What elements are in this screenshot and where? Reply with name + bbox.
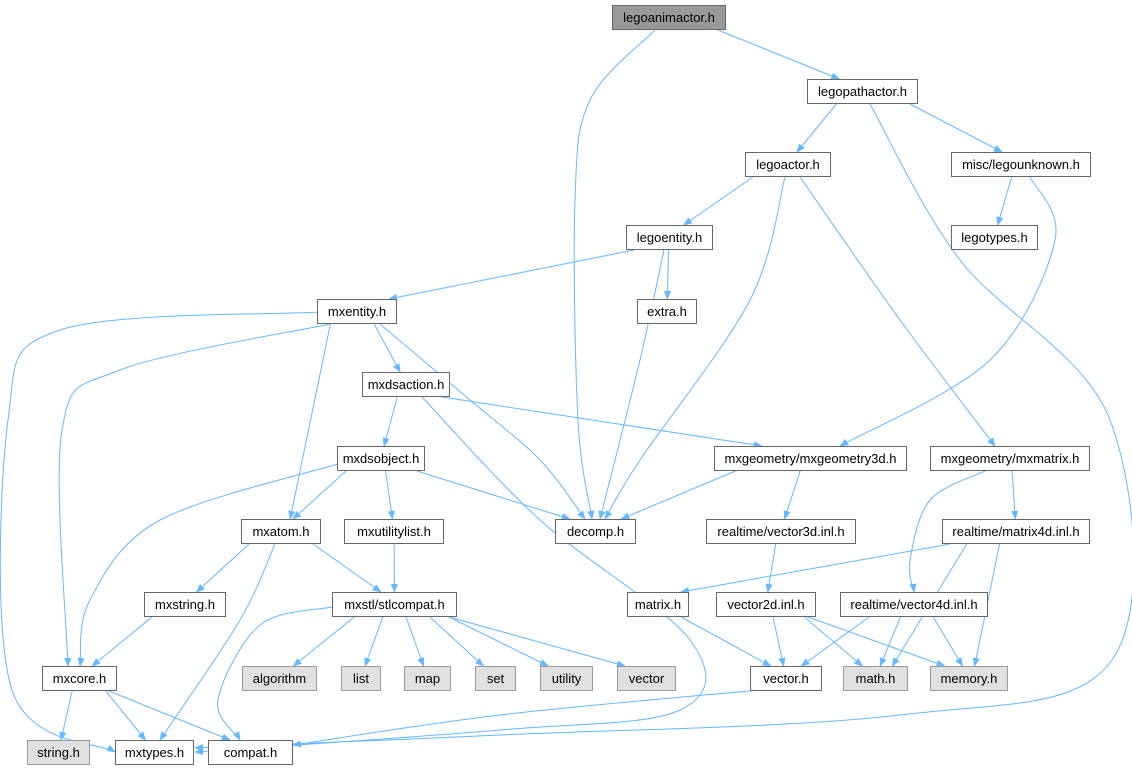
edge-legopathactor-to-legounknown <box>909 103 1003 153</box>
edge-stlcompat-to-vector <box>448 616 626 668</box>
edge-mxmatrix-to-matrix4d <box>1011 470 1019 520</box>
edge-mxdsaction-to-mxtypes <box>194 396 707 756</box>
edge-vector2d-to-vectorh <box>772 616 786 667</box>
edge-mxgeometry3d-to-vector3d <box>783 470 801 520</box>
node-mxatom[interactable]: mxatom.h <box>241 519 321 544</box>
node-utility: utility <box>540 666 593 691</box>
edge-legoactor-to-decomp <box>604 176 786 520</box>
edge-legoanimactor-to-legopathactor <box>717 29 841 80</box>
edge-mxdsaction-to-mxgeometry3d <box>441 396 763 449</box>
node-mxstring[interactable]: mxstring.h <box>144 592 226 617</box>
node-mxtypes[interactable]: mxtypes.h <box>115 740 194 765</box>
edge-vector2d-to-memory <box>807 616 946 667</box>
node-string: string.h <box>27 740 90 765</box>
node-legoanimactor[interactable]: legoanimactor.h <box>612 5 726 30</box>
edge-mxgeometry3d-to-decomp <box>620 470 736 520</box>
node-compat[interactable]: compat.h <box>208 740 293 765</box>
edge-legoactor-to-mxmatrix <box>799 176 996 447</box>
edge-matrix-to-vectorh <box>680 616 772 667</box>
edge-mxcore-to-compat <box>108 690 231 741</box>
edge-mxatom-to-stlcompat <box>312 543 382 593</box>
node-legoentity[interactable]: legoentity.h <box>626 225 713 250</box>
edge-mxdsobject-to-decomp <box>416 470 571 521</box>
edge-legoentity-to-decomp <box>598 249 665 520</box>
node-vector4d[interactable]: realtime/vector4d.inl.h <box>840 592 988 617</box>
node-matrix4d[interactable]: realtime/matrix4d.inl.h <box>942 519 1090 544</box>
edge-mxstring-to-mxcore <box>91 616 153 667</box>
node-vector: vector <box>617 666 676 691</box>
edge-legoanimactor-to-decomp <box>573 29 656 520</box>
node-set: set <box>475 666 516 691</box>
edge-vectorh-to-compat <box>292 689 761 748</box>
edge-mxmatrix-to-vector4d <box>908 470 986 593</box>
edge-vector4d-to-math <box>879 616 901 667</box>
edge-mxdsobject-to-mxutilitylist <box>385 470 395 520</box>
edge-mxentity-to-mxdsaction <box>373 323 401 373</box>
node-extra[interactable]: extra.h <box>637 299 697 324</box>
edge-matrix4d-to-matrix <box>680 543 951 595</box>
node-legoactor[interactable]: legoactor.h <box>745 152 831 177</box>
node-decomp[interactable]: decomp.h <box>555 519 636 544</box>
edge-vector4d-to-vectorh <box>800 616 870 667</box>
edge-legoentity-to-mxentity <box>388 249 635 301</box>
node-mxutilitylist[interactable]: mxutilitylist.h <box>344 519 444 544</box>
edge-stlcompat-to-utility <box>448 616 549 667</box>
edge-mxdsobject-to-mxcore <box>77 461 346 667</box>
node-math: math.h <box>843 666 908 691</box>
edge-stlcompat-to-map <box>405 616 425 667</box>
edge-vector2d-to-math <box>804 616 864 667</box>
edge-mxcore-to-mxtypes <box>105 690 147 741</box>
edge-legoactor-to-legoentity <box>682 176 754 226</box>
edge-mxentity-to-mxatom <box>288 323 331 520</box>
node-memory: memory.h <box>930 666 1008 691</box>
edge-mxdsobject-to-mxatom <box>292 470 347 520</box>
edge-stlcompat-to-algorithm <box>292 616 355 667</box>
edge-stlcompat-to-list <box>364 616 384 667</box>
node-vectorh[interactable]: vector.h <box>750 666 822 691</box>
node-mxgeometry3d[interactable]: mxgeometry/mxgeometry3d.h <box>714 446 907 471</box>
edge-stlcompat-to-set <box>429 616 485 667</box>
node-vector2d[interactable]: vector2d.inl.h <box>716 592 816 617</box>
edge-vector4d-to-memory <box>932 616 963 667</box>
node-map: map <box>404 666 451 691</box>
edge-legounknown-to-legotypes <box>996 176 1013 226</box>
edge-legounknown-to-mxgeometry3d <box>839 176 1057 447</box>
node-mxmatrix[interactable]: mxgeometry/mxmatrix.h <box>930 446 1090 471</box>
node-legotypes[interactable]: legotypes.h <box>951 225 1038 250</box>
edge-legoentity-to-extra <box>663 249 672 300</box>
edge-mxentity-to-decomp <box>379 323 586 520</box>
edge-mxcore-to-string <box>59 690 73 741</box>
node-algorithm: algorithm <box>242 666 317 691</box>
node-mxdsobject[interactable]: mxdsobject.h <box>337 446 425 471</box>
node-stlcompat[interactable]: mxstl/stlcompat.h <box>332 592 457 617</box>
node-vector3d[interactable]: realtime/vector3d.inl.h <box>706 519 856 544</box>
edge-mxentity-to-mxtypes <box>0 311 321 753</box>
node-matrix[interactable]: matrix.h <box>627 592 689 617</box>
node-mxdsaction[interactable]: mxdsaction.h <box>362 372 450 397</box>
edge-stlcompat-to-compat <box>217 606 333 741</box>
node-legopathactor[interactable]: legopathactor.h <box>807 79 918 104</box>
edge-legopathactor-to-mxtypes <box>194 103 1132 752</box>
edge-legopathactor-to-legoactor <box>796 103 837 153</box>
node-list: list <box>341 666 381 691</box>
node-mxcore[interactable]: mxcore.h <box>42 666 117 691</box>
edge-vector3d-to-vector2d <box>765 543 777 593</box>
edge-mxentity-to-mxcore <box>58 323 331 667</box>
node-legounknown[interactable]: misc/legounknown.h <box>951 152 1091 177</box>
edge-mxatom-to-mxstring <box>195 543 250 593</box>
node-mxentity[interactable]: mxentity.h <box>317 299 397 324</box>
edge-mxdsaction-to-mxdsobject <box>382 396 398 447</box>
edge-mxatom-to-mxtypes <box>159 543 276 741</box>
